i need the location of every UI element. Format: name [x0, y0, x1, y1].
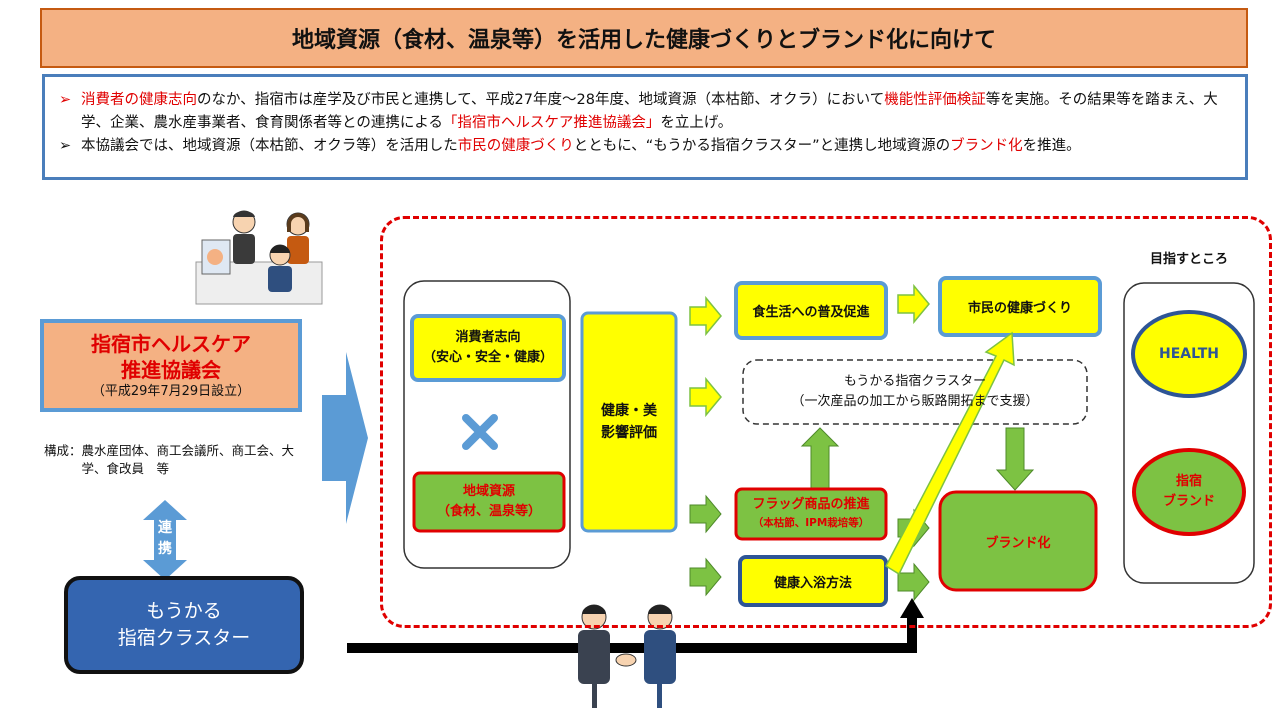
- goal-brand-line2: ブランド: [1162, 494, 1215, 509]
- evaluation-line1: 健康・美: [601, 403, 657, 419]
- handshake-illustration-icon: [578, 604, 676, 708]
- branding-box: ブランド化: [940, 492, 1096, 590]
- summary-bullet-1-text: 消費者の健康志向のなか、指宿市は産学及び市民と連携して、平成27年度～28年度、…: [81, 89, 1229, 135]
- summary-bullet-1: ➢ 消費者の健康志向のなか、指宿市は産学及び市民と連携して、平成27年度～28年…: [59, 89, 1229, 135]
- cluster-box-line2: 指宿クラスター: [117, 627, 251, 649]
- link-label: 連 携: [152, 509, 178, 569]
- link-label-char-1: 連: [158, 520, 172, 536]
- members-text: 農水産団体、商工会議所、商工会、大学、食改員 等: [81, 443, 295, 476]
- council-name-line2: 推進協議会: [121, 357, 221, 382]
- bullet-1-text-4: 等を実施。その結果等を踏まえ、大学、企業、農水産事業者、食育関係者等との連携によ…: [81, 92, 1218, 131]
- bullet-2-text-1: 本協議会では、地域資源（本枯節、オクラ等）を活用した: [81, 138, 458, 154]
- bullet-2-text-5: を推進。: [1022, 138, 1081, 154]
- summary-panel: ➢ 消費者の健康志向のなか、指宿市は産学及び市民と連携して、平成27年度～28年…: [42, 74, 1248, 180]
- flag-line1: フラッグ商品の推進: [752, 497, 870, 512]
- cluster-support-line1: もうかる指宿クラスター: [843, 374, 987, 389]
- goal-health-text: HEALTH: [1159, 346, 1219, 362]
- cluster-support-line2: （一次産品の加工から販路開拓まで支援）: [791, 394, 1039, 409]
- goal-brand-line1: 指宿: [1175, 474, 1202, 489]
- bathing-text: 健康入浴方法: [773, 575, 852, 591]
- page-title: 地域資源（食材、温泉等）を活用した健康づくりとブランド化に向けて: [40, 8, 1248, 68]
- bullet-2-highlight-2: ブランド化: [950, 138, 1023, 154]
- bullet-1-text-6: を立上げ。: [660, 115, 733, 131]
- cross-icon: [462, 414, 498, 450]
- page-title-text: 地域資源（食材、温泉等）を活用した健康づくりとブランド化に向けて: [291, 28, 996, 53]
- diagonal-arrow-icon: [885, 331, 1015, 576]
- double-arrow-icon: [143, 500, 187, 580]
- council-name-line1: 指宿市ヘルスケア: [91, 331, 251, 356]
- flag-line2: （本枯節、IPM栽培等）: [752, 517, 870, 529]
- resource-line2: （食材、温泉等）: [436, 504, 541, 519]
- diet-text: 食生活への普及促進: [752, 305, 870, 320]
- goal-brand: 指宿 ブランド: [1134, 450, 1244, 534]
- bathing-box: 健康入浴方法: [740, 557, 886, 605]
- bullet-arrow-icon: ➢: [59, 92, 72, 108]
- council-members: 構成： 農水産団体、商工会議所、商工会、大学、食改員 等: [44, 442, 306, 478]
- council-box: 指宿市ヘルスケア 推進協議会 （平成29年7月29日設立）: [42, 321, 300, 410]
- consumer-line2: （安心・安全・健康）: [422, 350, 553, 365]
- bullet-2-highlight-1: 市民の健康づくり: [457, 138, 574, 154]
- cluster-support-box: もうかる指宿クラスター （一次産品の加工から販路開拓まで支援）: [743, 360, 1087, 424]
- bullet-1-text-2: のなか、指宿市は産学及び市民と連携して、平成27年度～28年度、地域資源（本枯節…: [197, 92, 885, 108]
- consumer-line1: 消費者志向: [455, 330, 521, 345]
- citizen-health-text: 市民の健康づくり: [967, 301, 1072, 316]
- summary-bullet-2-text: 本協議会では、地域資源（本枯節、オクラ等）を活用した市民の健康づくりとともに、“…: [81, 135, 1081, 158]
- cluster-box-line1: もうかる: [146, 600, 222, 622]
- meeting-illustration-icon: [195, 210, 323, 305]
- goal-health: HEALTH: [1133, 312, 1245, 396]
- branding-text: ブランド化: [985, 535, 1051, 551]
- bullet-1-highlight-3: 「指宿市ヘルスケア推進協議会」: [442, 115, 661, 131]
- small-arrows: [689, 283, 930, 418]
- resource-line1: 地域資源: [462, 484, 515, 499]
- summary-bullet-2: ➢ 本協議会では、地域資源（本枯節、オクラ等）を活用した市民の健康づくりとともに…: [59, 135, 1229, 158]
- consumer-box: 消費者志向 （安心・安全・健康）: [412, 316, 564, 380]
- goal-label: 目指すところ: [1149, 252, 1228, 267]
- bullet-1-highlight-2: 機能性評価検証: [884, 92, 986, 108]
- cluster-box: もうかる 指宿クラスター: [66, 578, 302, 672]
- diet-box: 食生活への普及促進: [736, 283, 886, 338]
- resource-box: 地域資源 （食材、温泉等）: [414, 473, 564, 531]
- citizen-health-box: 市民の健康づくり: [940, 278, 1100, 335]
- council-established: （平成29年7月29日設立）: [91, 383, 251, 399]
- bullet-2-text-3: とともに、“もうかる指宿クラスター”と連携し地域資源の: [573, 138, 951, 154]
- bullet-arrow-icon: ➢: [59, 138, 72, 154]
- flag-product-box: フラッグ商品の推進 （本枯節、IPM栽培等）: [736, 489, 886, 539]
- members-label: 構成：: [44, 443, 82, 458]
- program-frame: [380, 216, 1272, 628]
- evaluation-line2: 影響評価: [601, 425, 657, 441]
- evaluation-box: 健康・美 影響評価: [582, 313, 676, 531]
- bullet-1-highlight-1: 消費者の健康志向: [81, 92, 197, 108]
- big-right-arrow-icon: [322, 352, 368, 524]
- link-label-char-2: 携: [158, 541, 172, 557]
